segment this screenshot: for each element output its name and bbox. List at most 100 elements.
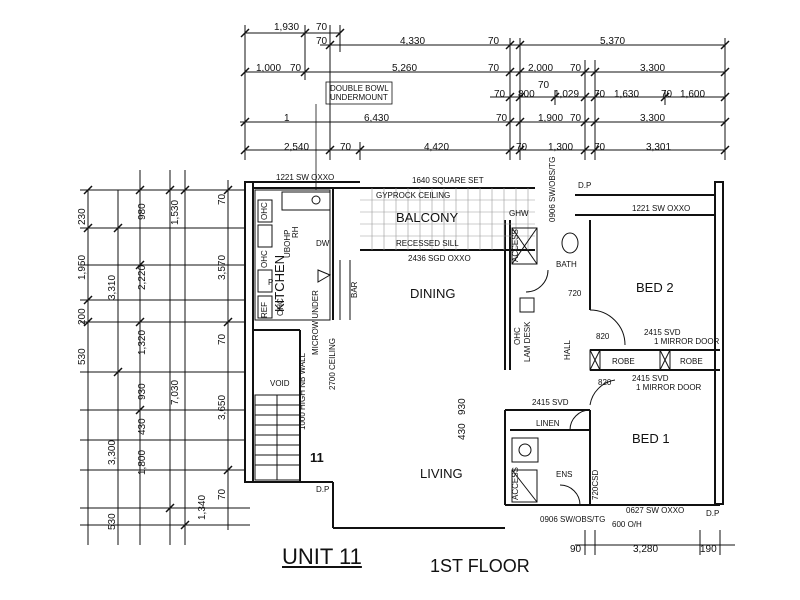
- note-p: P: [268, 278, 273, 287]
- note-dp-top: D.P: [578, 181, 591, 190]
- note-ohc1: OHC: [260, 202, 269, 220]
- dim-top-r6-5: 70: [594, 142, 606, 153]
- dim-top-r2-0: 70: [316, 36, 328, 47]
- dim-left-c3-4: 1,320: [137, 330, 148, 355]
- note-ubohp: UBOHP: [283, 230, 292, 258]
- balcony-grid: [360, 188, 535, 250]
- top-dimensions: [240, 25, 730, 160]
- room-robe1: ROBE: [612, 357, 635, 366]
- dim-left-c5-1: 3,570: [217, 255, 228, 280]
- dim-top-r4-5: 1,630: [614, 89, 639, 100]
- room-balcony: BALCONY: [396, 210, 458, 225]
- dim-top-r1-0: 1,930: [274, 22, 299, 33]
- room-void: VOID: [270, 379, 290, 388]
- room-bed1: BED 1: [632, 431, 670, 446]
- dim-top-r3-1: 70: [290, 63, 302, 74]
- dim-top-r4-4: 70: [594, 89, 606, 100]
- dim-top-r5-3: 1,900: [538, 113, 563, 124]
- note-bar: BAR: [350, 281, 359, 298]
- note-lam-desk: LAM DESK: [523, 321, 532, 362]
- note-undermount: UNDERMOUNT: [330, 93, 388, 102]
- note-gyprock: GYPROCK CEILING: [376, 191, 450, 200]
- dim-top-r6-1: 70: [340, 142, 352, 153]
- note-sw-bed2: 1221 SW OXXO: [632, 204, 690, 213]
- dim-left-c2-6: 3,300: [107, 440, 118, 465]
- dim-bottom-2: 190: [700, 544, 717, 555]
- dim-top-r5-0: 1: [284, 113, 290, 124]
- room-kitchen: KITCHEN: [272, 255, 287, 312]
- dim-top-r5-5: 3,300: [640, 113, 665, 124]
- note-ohc4: OHC: [513, 327, 522, 345]
- dim-left-c1-6: 530: [77, 348, 88, 365]
- dim-top-r4-0: 70: [538, 80, 550, 91]
- dim-left-c3-8: 430: [137, 418, 148, 435]
- dim-left-c1-0: 230: [77, 208, 88, 225]
- walls: [244, 181, 724, 529]
- dim-top-r3-2: 5,260: [392, 63, 417, 74]
- room-hall: HALL: [563, 339, 572, 360]
- dim-top-r5-1: 6,430: [364, 113, 389, 124]
- note-ohc2: OHC: [260, 250, 269, 268]
- note-recessed: RECESSED SILL: [396, 239, 459, 248]
- doors: [525, 269, 626, 506]
- dim-top-r6-3: 70: [516, 142, 528, 153]
- stairs: [254, 394, 301, 481]
- note-high-wall: 1000 HIGH NB WALL: [298, 352, 307, 430]
- dim-left-c1-2: 1,950: [77, 255, 88, 280]
- floor-label: 1ST FLOOR: [430, 556, 530, 576]
- dim-top-r5-2: 70: [496, 113, 508, 124]
- note-door-820a: 820: [596, 332, 610, 341]
- dim-top-r4-3: 1,029: [554, 89, 579, 100]
- room-linen: LINEN: [536, 419, 560, 428]
- dim-top-r5-4: 70: [570, 113, 582, 124]
- dim-left-c4-3: 7,030: [170, 380, 181, 405]
- room-dining: DINING: [410, 286, 456, 301]
- dim-left-c5-3: 3,650: [217, 395, 228, 420]
- left-dimensions: [80, 170, 250, 545]
- dim-bottom-1: 3,280: [633, 544, 658, 555]
- dim-bottom-0: 90: [570, 544, 582, 555]
- note-access1: ACCESS: [511, 229, 520, 262]
- kitchen-fixtures: [254, 189, 351, 321]
- dim-top-r4-2: 800: [518, 89, 535, 100]
- dim-left-c4-1: 1,530: [170, 200, 181, 225]
- unit-number: 11: [310, 450, 324, 465]
- dim-top-r6-6: 3,301: [646, 142, 671, 153]
- note-rh: RH: [291, 226, 300, 238]
- note-ens-window: 0906 SW/OBS/TG: [540, 515, 605, 524]
- unit-title: UNIT 11: [282, 544, 362, 569]
- note-svd-bed1: 2415 SVD: [632, 374, 669, 383]
- note-microw: MICROW UNDER: [311, 290, 320, 355]
- room-bath: BATH: [556, 260, 577, 269]
- dim-mid-930: 930: [457, 398, 468, 415]
- dim-top-r6-0: 2,540: [284, 142, 309, 153]
- dim-top-r6-2: 4,420: [424, 142, 449, 153]
- dim-left-c4-4: 1,340: [197, 495, 208, 520]
- dim-top-r3-6: 3,300: [640, 63, 665, 74]
- dim-left-c1-4: 200: [77, 308, 88, 325]
- note-ceiling: 2700 CEILING: [328, 338, 337, 390]
- note-svd-bed2: 2415 SVD: [644, 328, 681, 337]
- note-door-720csd: 720CSD: [591, 470, 600, 500]
- dim-left-c3-10: 1,800: [137, 450, 148, 475]
- dim-left-c2-8: 530: [107, 513, 118, 530]
- dim-left-c5-2: 70: [217, 333, 228, 345]
- dim-top-r3-3: 70: [488, 63, 500, 74]
- note-mirror-bed1: 1 MIRROR DOOR: [636, 383, 702, 392]
- note-ens-oh: 600 O/H: [612, 520, 642, 529]
- dim-left-c5-4: 70: [217, 488, 228, 500]
- dim-left-c2-2: 3,310: [107, 275, 118, 300]
- dim-top-r2-2: 70: [488, 36, 500, 47]
- note-mirror-bed2: 1 MIRROR DOOR: [654, 337, 720, 346]
- plan-labels: 1,930 70 70 4,330 70 5,370 1,000 70 5,26…: [77, 22, 720, 555]
- dim-left-c3-2: 2,220: [137, 265, 148, 290]
- dim-top-r3-5: 70: [570, 63, 582, 74]
- note-sgd: 2436 SGD OXXO: [408, 254, 471, 263]
- dim-left-c3-6: 930: [137, 383, 148, 400]
- dim-top-r2-3: 5,370: [600, 36, 625, 47]
- note-square-set: 1640 SQUARE SET: [412, 176, 484, 185]
- room-bed2: BED 2: [636, 280, 674, 295]
- dim-top-r4-6: 70: [661, 89, 673, 100]
- dim-left-c3-0: 980: [137, 203, 148, 220]
